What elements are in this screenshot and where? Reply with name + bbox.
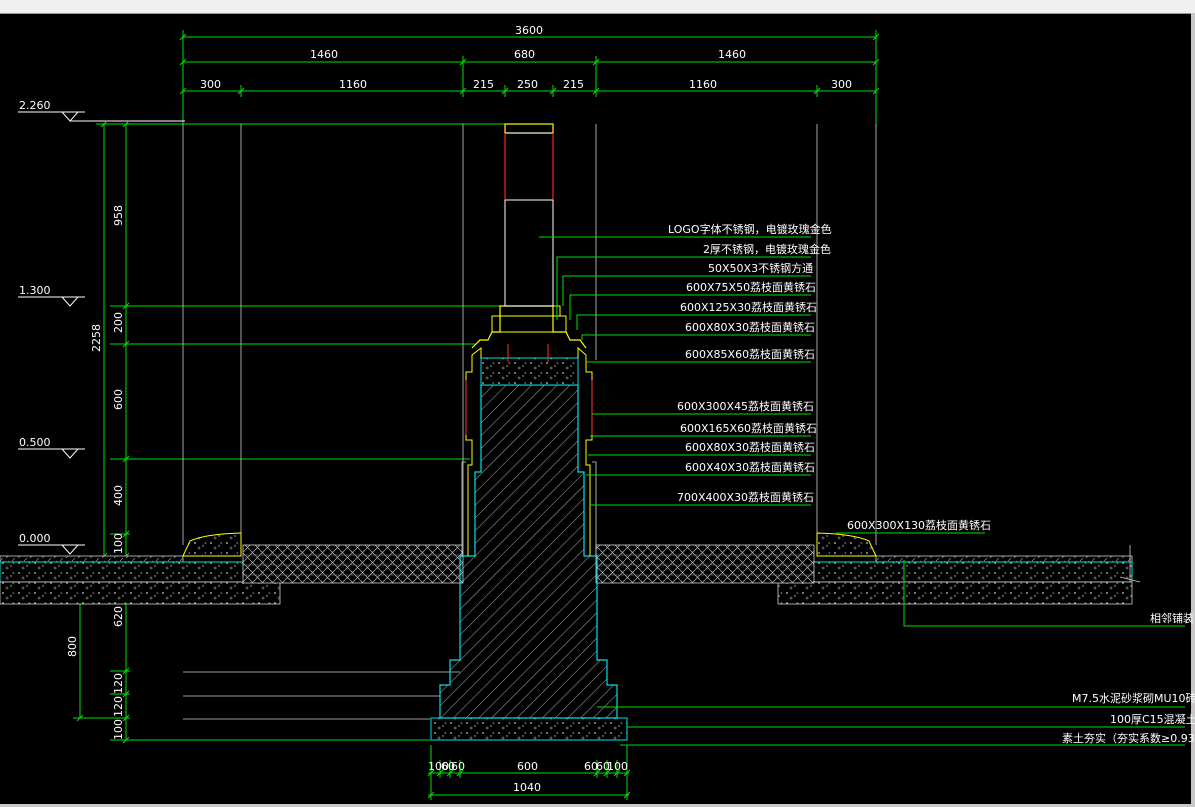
dim-seg-5: 1160: [689, 78, 717, 91]
annotation-9: 600X80X30荔枝面黄锈石: [685, 440, 815, 454]
annotation-6: 600X85X60荔枝面黄锈石: [685, 347, 815, 361]
dim-seg-2: 215: [473, 78, 494, 91]
dim-seg-6: 300: [831, 78, 852, 91]
dim-seg-4: 215: [563, 78, 584, 91]
annotation-paving: 相邻铺装: [1150, 612, 1194, 625]
dim-right-half: 1460: [718, 48, 746, 61]
dim-base-total: 1040: [513, 781, 541, 794]
level-marker-0500: 0.500: [18, 436, 85, 459]
dim-v-600: 600: [112, 389, 125, 410]
level-marker-1300: 1.300: [18, 284, 85, 307]
svg-text:0.000: 0.000: [19, 532, 51, 545]
annotation-brick: M7.5水泥砂浆砌MU10砖: [1072, 691, 1195, 705]
dim-base-4: 60: [584, 760, 598, 773]
sign-post: [504, 123, 554, 307]
annotation-concrete: 100厚C15混凝土: [1110, 712, 1195, 726]
annotation-4: 600X125X30荔枝面黄锈石: [680, 300, 817, 314]
dim-seg-3: 250: [517, 78, 538, 91]
annotation-0: LOGO字体不锈钢，电镀玫瑰金色: [668, 222, 832, 236]
dim-base-0: 100: [428, 760, 449, 773]
window-right-border: [1191, 13, 1195, 807]
dim-v-958: 958: [112, 205, 125, 226]
dim-v-400: 400: [112, 485, 125, 506]
annotation-8: 600X165X60荔枝面黄锈石: [680, 421, 817, 435]
horizontal-dimensions: 3600 1460 680 1460 300 1160 215 250 215 …: [179, 24, 880, 125]
level-marker-0000: 0.000: [18, 532, 85, 555]
svg-text:0.500: 0.500: [19, 436, 51, 449]
svg-text:1.300: 1.300: [19, 284, 51, 297]
dim-left-half: 1460: [310, 48, 338, 61]
annotation-11: 700X400X30荔枝面黄锈石: [677, 490, 814, 504]
dim-v-200: 200: [112, 312, 125, 333]
ground-layers: [0, 532, 1141, 605]
window-title-bar: [0, 0, 1195, 14]
dim-v-620: 620: [112, 606, 125, 627]
level-marker-2260: 2.260: [18, 99, 185, 122]
dim-total: 3600: [515, 24, 543, 37]
annotation-soil: 素土夯实（夯实系数≥0.93）: [1062, 731, 1195, 745]
annotation-7: 600X300X45荔枝面黄锈石: [677, 399, 814, 413]
dim-v-100b: 100: [112, 719, 125, 740]
annotation-curb: 600X300X130荔枝面黄锈石: [847, 518, 991, 532]
dim-v-100: 100: [112, 533, 125, 554]
level-markers: 2.260 1.300 0.500 0.000: [18, 99, 185, 555]
base-dimensions: 100 60 60 600 60 60 100 1040: [427, 745, 631, 800]
annotation-10: 600X40X30荔枝面黄锈石: [685, 460, 815, 474]
annotations: LOGO字体不锈钢，电镀玫瑰金色 2厚不锈钢，电镀玫瑰金色 50X50X3不锈钢…: [668, 222, 1195, 745]
dim-base-3: 600: [517, 760, 538, 773]
annotation-3: 600X75X50荔枝面黄锈石: [686, 280, 816, 294]
dim-base-2: 60: [451, 760, 465, 773]
dim-center: 680: [514, 48, 535, 61]
reference-lines: [182, 124, 877, 720]
dim-v-120a: 120: [112, 673, 125, 694]
dim-base-6: 100: [607, 760, 628, 773]
cad-drawing[interactable]: 3600 1460 680 1460 300 1160 215 250 215 …: [0, 13, 1195, 807]
annotation-leaders: [539, 236, 1185, 746]
dim-v-800: 800: [66, 636, 79, 657]
svg-text:2.260: 2.260: [19, 99, 51, 112]
dim-base-1: 60: [441, 760, 455, 773]
annotation-1: 2厚不锈钢，电镀玫瑰金色: [703, 242, 831, 256]
annotation-2: 50X50X3不锈钢方通: [708, 261, 813, 275]
foundation: [430, 305, 628, 741]
dim-base-5: 60: [596, 760, 610, 773]
dim-v-120b: 120: [112, 696, 125, 717]
window-bottom-border: [0, 804, 1195, 807]
dim-v-total: 2258: [90, 324, 103, 352]
vertical-dimensions: 958 200 600 400 100 2258 800 620 120 120…: [66, 120, 505, 744]
annotation-5: 600X80X30荔枝面黄锈石: [685, 320, 815, 334]
dim-seg-0: 300: [200, 78, 221, 91]
dim-seg-1: 1160: [339, 78, 367, 91]
